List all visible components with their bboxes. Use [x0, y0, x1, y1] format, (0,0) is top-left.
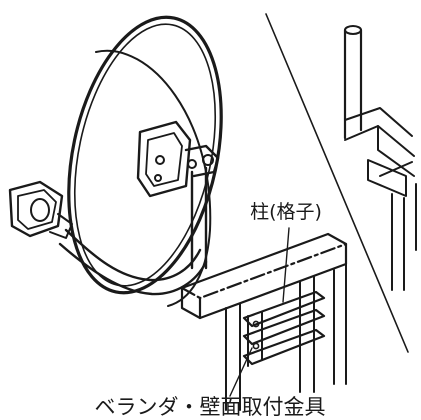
railing-pillars: [225, 263, 347, 411]
railing-clamp-brackets: [242, 290, 326, 367]
separator-line: [265, 13, 409, 353]
bracket-label: ベランダ・壁面取付金具: [95, 395, 326, 419]
dish-mount-bracket: [136, 120, 220, 198]
bracket-leader-line: [229, 347, 253, 397]
pillar-label: 柱(格子): [250, 201, 322, 223]
lnb-feed-arm: [8, 180, 208, 296]
inset-detail: [343, 25, 417, 291]
pillar-leader-line: [282, 227, 290, 303]
mast-pipe: [190, 166, 208, 270]
